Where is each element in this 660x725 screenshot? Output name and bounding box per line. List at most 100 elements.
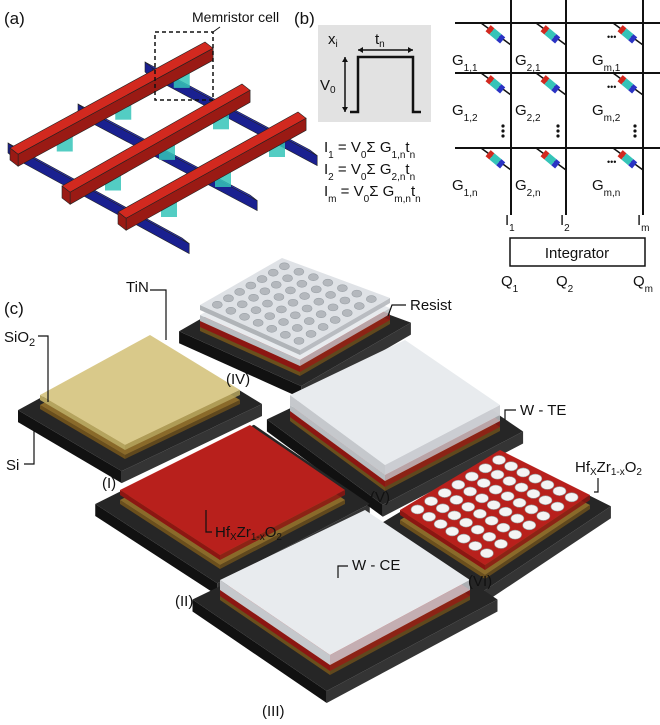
hzo-label-vi: HfXZr1-xO2: [575, 459, 642, 478]
panel-label-a: (a): [4, 9, 25, 28]
current-equation: I2 = V0Σ G2,ntn: [324, 161, 415, 183]
si-substrate-front: [18, 410, 122, 484]
w-te-pillar: [435, 503, 450, 514]
conductance-label: G2,n: [515, 177, 541, 199]
w-te-pillar: [498, 506, 513, 517]
step-label-iii: (III): [262, 703, 285, 720]
w-te-pillar: [410, 504, 425, 515]
conductance-label: G2,1: [515, 52, 541, 74]
w-te-pillar: [524, 504, 539, 515]
hzo-top-layer-side: [485, 495, 590, 570]
w-te-pillar: [500, 491, 515, 502]
top-electrode-1-side: [17, 47, 214, 167]
w-te-pillar: [445, 526, 459, 537]
tin-layer-side: [485, 505, 590, 579]
si-label: Si: [6, 457, 19, 474]
red-top-layer-side: [220, 490, 345, 560]
si-substrate-front: [266, 419, 383, 517]
white-layer-front: [290, 405, 385, 481]
step-label-i: (I): [102, 475, 116, 492]
conductance-label: G1,2: [452, 102, 478, 124]
resist-hole: [248, 293, 259, 302]
w-te-pillar: [476, 478, 491, 488]
resist-hole: [315, 310, 327, 319]
resist-hole: [291, 324, 303, 332]
crossbar-3d-illustration: [7, 41, 318, 255]
output-current-label: I2: [560, 212, 570, 234]
panel-label-b: (b): [294, 9, 315, 28]
tin-top-layer-front: [40, 395, 125, 450]
vertical-ellipsis-dot: [501, 134, 505, 138]
red-layer-front: [200, 321, 300, 372]
hzo-label-ii: HfXZr1-xO2: [215, 524, 282, 543]
output-current-label: I1: [505, 212, 515, 234]
tin-layer-front: [400, 520, 485, 579]
resist-hole: [353, 302, 365, 310]
ellipsis: •••: [607, 82, 616, 92]
integrator-box: [509, 237, 646, 267]
conductance-label: Gm,n: [592, 177, 620, 199]
w-te-pillar: [550, 501, 565, 512]
w-te-pillar: [494, 539, 508, 549]
vertical-ellipsis-dot: [556, 124, 560, 128]
w-te-pillar: [492, 455, 506, 465]
conductance-label: Gm,1: [592, 52, 621, 74]
resist-hole: [280, 331, 291, 339]
resist-hole: [341, 309, 353, 317]
w-te-pillar: [478, 463, 493, 474]
w-te-pillar: [526, 488, 541, 499]
resist-hole: [239, 313, 250, 321]
resist-hole: [256, 275, 268, 283]
resist-hole: [234, 288, 245, 296]
resist-hole: [270, 280, 282, 289]
pulse-amplitude-label: V0: [320, 77, 336, 96]
output-charge-label: Q2: [556, 273, 574, 295]
w-te-pillar: [522, 520, 537, 531]
current-equation: I1 = V0Σ G1,ntn: [324, 139, 415, 161]
integrator-label: Integrator: [545, 245, 609, 262]
tin-layer-front: [220, 596, 330, 675]
white-top-layer-side: [385, 405, 500, 475]
resist-hole: [276, 305, 287, 314]
resist-hole: [351, 289, 363, 298]
w-te-pillar: [508, 529, 522, 540]
resist-hole: [301, 304, 313, 313]
panel-label-c: (c): [4, 299, 24, 318]
red-layer-front: [290, 411, 385, 487]
w-te-pillar: [502, 476, 517, 486]
si-substrate-side: [482, 506, 611, 604]
w-te-pillar: [528, 473, 543, 484]
leader-lines: [24, 289, 599, 578]
top-electrode-3: [117, 111, 307, 219]
memristor-symbol: [540, 150, 561, 169]
resist-hole: [327, 303, 339, 312]
resist-hole: [317, 323, 329, 331]
resist-hole: [337, 284, 348, 292]
resist-hole: [366, 295, 377, 303]
resist-hole: [259, 287, 271, 296]
w-te-pillar: [433, 519, 448, 529]
white-top-layer-side: [330, 580, 470, 665]
memristor-symbol: [540, 25, 561, 44]
output-current-label: Im: [637, 212, 650, 234]
step-label-iv: (IV): [226, 371, 250, 388]
resist-hole: [273, 293, 285, 301]
w-te-pillar: [463, 486, 477, 497]
resist-hole: [267, 268, 279, 277]
memristor-symbol: [485, 75, 506, 94]
resist-hole: [287, 298, 299, 307]
resist-hole: [245, 281, 257, 290]
white-top-layer-front: [290, 395, 385, 475]
tin-layer-front: [290, 417, 385, 491]
tin-layer-front: [40, 405, 125, 459]
w-te-pillar: [475, 493, 489, 504]
input-label: xi: [328, 31, 338, 50]
tin-top-layer: [40, 335, 240, 445]
w-te-pillar: [470, 524, 485, 535]
red-layer-side: [330, 590, 470, 671]
memristor-symbol: [485, 150, 506, 169]
red-layer-front: [220, 590, 330, 671]
memristor-cell-highlight-box: [154, 31, 214, 101]
